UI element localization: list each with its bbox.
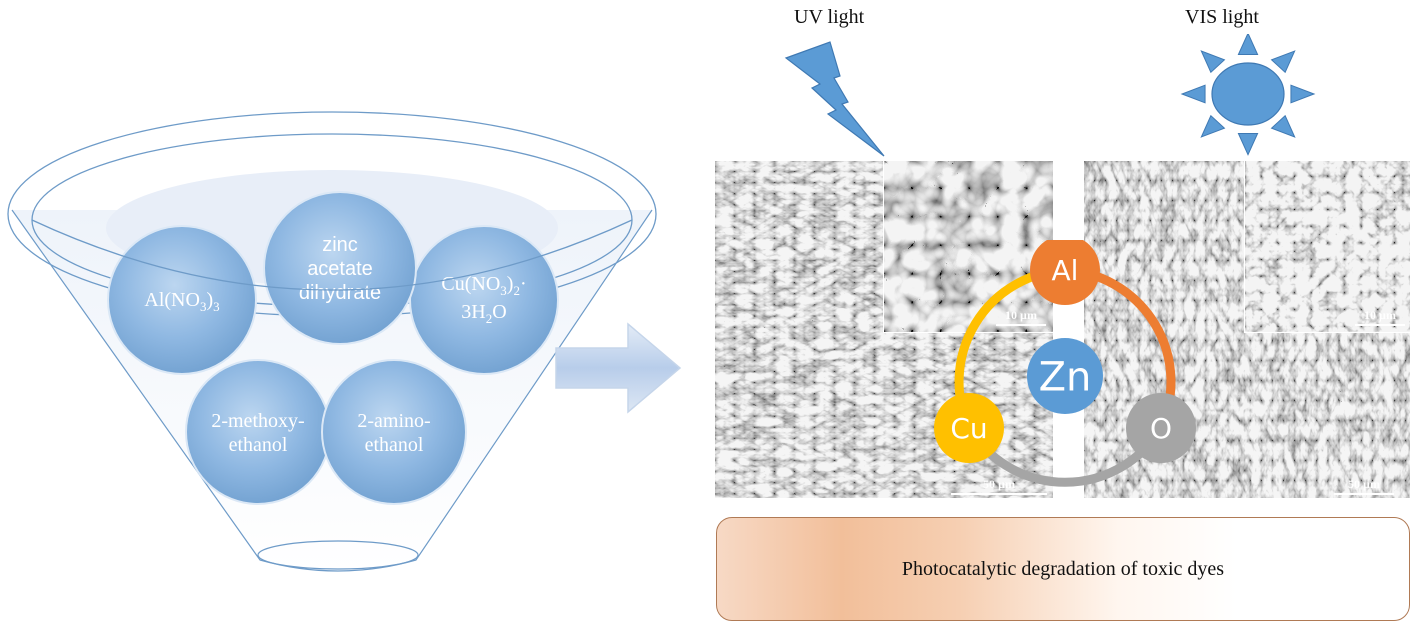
reagent-bubble-amino: 2-amino-ethanol — [321, 359, 467, 505]
funnel-bottom — [257, 540, 419, 570]
uv-light-label: UV light — [794, 6, 865, 28]
process-arrow — [555, 322, 682, 414]
element-label-cu: Cu — [950, 412, 987, 445]
sem-inset-left: 10 µm — [883, 161, 1053, 333]
scale-bar-inset-right: 10 µm — [1355, 308, 1405, 326]
element-node-o: O — [1126, 393, 1196, 463]
sun-ray — [1200, 50, 1226, 74]
element-node-cu: Cu — [934, 393, 1004, 463]
reagent-bubbles: 2-methoxy-ethanol2-amino-ethanolAl(NO3)3… — [107, 191, 559, 505]
reagent-label-al: Al(NO3)3 — [144, 289, 219, 314]
svg-text:ethanol: ethanol — [229, 434, 288, 456]
vis-light-label: VIS light — [1185, 6, 1259, 28]
reagent-bubble-cu: Cu(NO3)2·3H2O — [409, 225, 559, 375]
sun-ray — [1270, 50, 1296, 74]
element-node-zn: Zn — [1027, 338, 1103, 414]
sun-ray — [1290, 84, 1316, 104]
sun-ray — [1270, 114, 1296, 138]
reagent-label-methoxy: 2-methoxy- — [211, 410, 304, 432]
funnel-graphic: 2-methoxy-ethanol2-amino-ethanolAl(NO3)3… — [7, 111, 657, 572]
element-node-al: Al — [1030, 240, 1100, 305]
svg-text:acetate: acetate — [307, 258, 373, 280]
element-label-o: O — [1150, 412, 1172, 445]
result-box: Photocatalytic degradation of toxic dyes — [716, 517, 1410, 621]
scale-bar-main-left: 50 µm — [951, 477, 1047, 495]
svg-text:ethanol: ethanol — [365, 434, 424, 456]
sem-inset-right: 10 µm — [1244, 161, 1410, 333]
reagent-label-amino: 2-amino- — [357, 410, 430, 432]
element-label-al: Al — [1052, 254, 1079, 287]
reagent-label-zinc: zinc — [322, 234, 358, 256]
sun-ray — [1200, 114, 1226, 138]
reagent-bubble-methoxy: 2-methoxy-ethanol — [185, 359, 331, 505]
sun-ray — [1237, 34, 1259, 55]
funnel-rim-front — [31, 219, 633, 291]
scale-bar-main-right: 50 µm — [1334, 477, 1394, 495]
sun-icon — [1180, 34, 1316, 156]
svg-text:dihydrate: dihydrate — [299, 282, 381, 304]
sun-ray — [1180, 84, 1206, 104]
element-label-zn: Zn — [1039, 354, 1092, 400]
result-text: Photocatalytic degradation of toxic dyes — [901, 557, 1225, 580]
svg-text:3H2O: 3H2O — [461, 301, 506, 326]
scale-bar-inset-left: 10 µm — [996, 308, 1046, 326]
reagent-bubble-al: Al(NO3)3 — [107, 225, 257, 375]
lightning-bolt-icon — [784, 41, 885, 157]
sun-ray — [1237, 133, 1259, 156]
